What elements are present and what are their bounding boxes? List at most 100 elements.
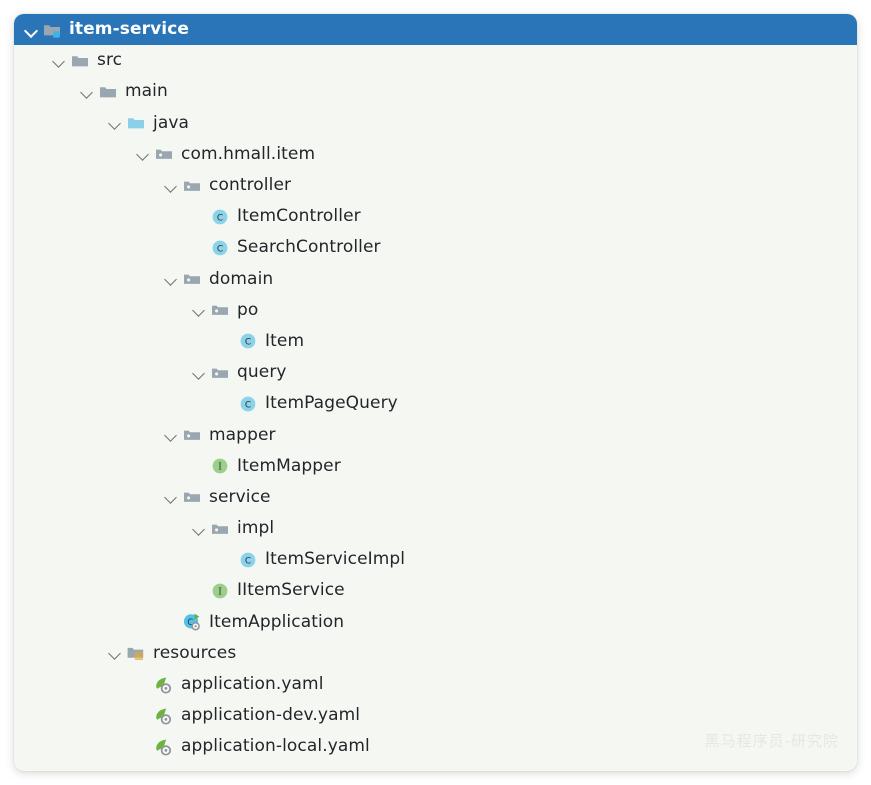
- tree-row[interactable]: com.hmall.item: [14, 139, 857, 170]
- folder-icon: [98, 82, 118, 102]
- module-folder-icon: [42, 20, 62, 40]
- tree-row[interactable]: resources: [14, 638, 857, 669]
- tree-row[interactable]: application-dev.yaml: [14, 700, 857, 731]
- tree-row[interactable]: C ItemPageQuery: [14, 388, 857, 419]
- tree-row-label: service: [209, 486, 271, 507]
- chevron-down-icon[interactable]: [190, 302, 207, 319]
- tree-row[interactable]: C ItemServiceImpl: [14, 544, 857, 575]
- java-class-icon: C: [238, 550, 258, 570]
- chevron-placeholder: [218, 333, 235, 350]
- chevron-placeholder: [162, 614, 179, 631]
- tree-row-label: SearchController: [237, 237, 381, 258]
- tree-row-label: main: [125, 81, 168, 102]
- tree-row-label: resources: [153, 642, 237, 663]
- chevron-placeholder: [218, 551, 235, 568]
- package-icon: [182, 425, 202, 445]
- tree-row-label: application-dev.yaml: [181, 705, 361, 726]
- spring-yaml-icon: [154, 706, 174, 726]
- tree-row[interactable]: application.yaml: [14, 669, 857, 700]
- package-icon: [210, 363, 230, 383]
- java-class-icon: C: [210, 207, 230, 227]
- svg-text:C: C: [245, 400, 251, 410]
- chevron-placeholder: [218, 395, 235, 412]
- chevron-down-icon[interactable]: [162, 489, 179, 506]
- java-class-icon: C: [210, 238, 230, 258]
- tree-row[interactable]: C ItemController: [14, 201, 857, 232]
- package-icon: [182, 176, 202, 196]
- spring-yaml-icon: [154, 737, 174, 757]
- tree-row-label: mapper: [209, 424, 276, 445]
- svg-text:C: C: [217, 245, 223, 255]
- chevron-down-icon[interactable]: [50, 52, 67, 69]
- tree-row-label: src: [97, 50, 123, 71]
- chevron-down-icon[interactable]: [190, 364, 207, 381]
- tree-row-label: application.yaml: [181, 674, 324, 695]
- tree-row[interactable]: impl: [14, 513, 857, 544]
- chevron-placeholder: [190, 239, 207, 256]
- tree-row[interactable]: controller: [14, 170, 857, 201]
- java-interface-icon: I: [210, 456, 230, 476]
- tree-row-label: ItemController: [237, 206, 361, 227]
- svg-text:I: I: [218, 587, 222, 597]
- chevron-placeholder: [134, 676, 151, 693]
- tree-row[interactable]: query: [14, 357, 857, 388]
- chevron-down-icon[interactable]: [106, 115, 123, 132]
- svg-text:I: I: [218, 463, 222, 473]
- java-interface-icon: I: [210, 581, 230, 601]
- svg-text:C: C: [245, 556, 251, 566]
- package-icon: [182, 269, 202, 289]
- chevron-down-icon[interactable]: [134, 146, 151, 163]
- folder-icon: [70, 51, 90, 71]
- package-icon: [182, 487, 202, 507]
- tree-row[interactable]: item-service: [14, 14, 857, 46]
- tree-row-label: java: [153, 112, 190, 133]
- chevron-placeholder: [134, 707, 151, 724]
- tree-row-label: query: [237, 362, 287, 383]
- chevron-placeholder: [134, 738, 151, 755]
- chevron-down-icon[interactable]: [106, 645, 123, 662]
- spring-yaml-icon: [154, 675, 174, 695]
- svg-text:C: C: [187, 618, 193, 628]
- tree-row[interactable]: po: [14, 295, 857, 326]
- tree-row[interactable]: main: [14, 76, 857, 107]
- tree-row-label: impl: [237, 518, 275, 539]
- spring-boot-main-class-icon: C: [182, 612, 202, 632]
- java-class-icon: C: [238, 331, 258, 351]
- tree-row[interactable]: service: [14, 482, 857, 513]
- package-icon: [210, 519, 230, 539]
- tree-row-label: po: [237, 299, 259, 320]
- tree-row[interactable]: mapper: [14, 419, 857, 450]
- chevron-placeholder: [190, 582, 207, 599]
- watermark-text: 黑马程序员-研究院: [704, 732, 839, 750]
- tree-row-label: ItemServiceImpl: [265, 549, 406, 570]
- tree-row-label: controller: [209, 175, 292, 196]
- tree-row-label: ItemApplication: [209, 611, 345, 632]
- package-icon: [210, 300, 230, 320]
- chevron-down-icon[interactable]: [78, 83, 95, 100]
- tree-row[interactable]: domain: [14, 264, 857, 295]
- tree-row[interactable]: java: [14, 108, 857, 139]
- tree-row[interactable]: C ItemApplication: [14, 607, 857, 638]
- chevron-down-icon[interactable]: [190, 520, 207, 537]
- tree-row-label: ItemPageQuery: [265, 393, 398, 414]
- source-root-icon: [126, 113, 146, 133]
- package-icon: [154, 144, 174, 164]
- chevron-down-icon[interactable]: [162, 177, 179, 194]
- tree-row[interactable]: application-local.yaml: [14, 731, 857, 762]
- tree-row-label: domain: [209, 268, 274, 289]
- chevron-down-icon[interactable]: [162, 271, 179, 288]
- tree-row-label: com.hmall.item: [181, 143, 316, 164]
- chevron-placeholder: [190, 458, 207, 475]
- chevron-down-icon[interactable]: [22, 21, 39, 38]
- tree-row-label: ItemMapper: [237, 455, 341, 476]
- tree-row-label: application-local.yaml: [181, 736, 370, 757]
- tree-row[interactable]: src: [14, 45, 857, 76]
- chevron-placeholder: [190, 208, 207, 225]
- chevron-down-icon[interactable]: [162, 427, 179, 444]
- tree-row[interactable]: C SearchController: [14, 232, 857, 263]
- tree-row[interactable]: I ItemMapper: [14, 451, 857, 482]
